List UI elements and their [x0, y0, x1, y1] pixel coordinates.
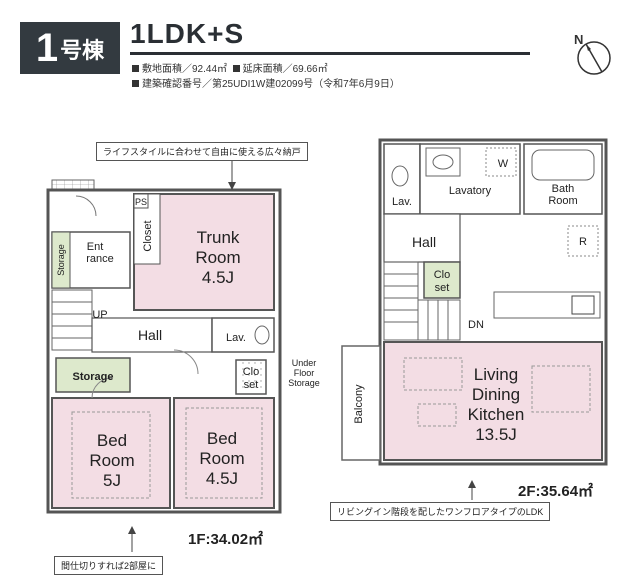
second-floor-bottom-note: リビングイン階段を配したワンフロアタイプのLDK — [330, 502, 551, 521]
pipe-space — [133, 193, 149, 209]
plan-type: 1LDK+S — [130, 18, 245, 49]
bed1-label-2: Room — [89, 451, 134, 470]
first-floor-hall — [91, 317, 213, 353]
header-divider — [130, 52, 530, 55]
sink-icon — [432, 154, 454, 170]
entrance-label-1: Ent — [87, 241, 104, 253]
lav-label: Lav. — [226, 332, 246, 344]
trunk-label-2: Room — [195, 248, 240, 267]
toilet-icon — [254, 325, 270, 345]
bath-label-1: Bath — [552, 183, 575, 195]
ldk-label-3: Kitchen — [468, 405, 525, 424]
bed2-label-2: Room — [199, 449, 244, 468]
up-label: UP — [92, 309, 107, 321]
ldk-room — [383, 341, 603, 461]
entrance-storage — [51, 231, 71, 289]
trunk-closet-label: Closet — [142, 220, 154, 251]
floor-area-value: 69.66㎡ — [292, 64, 328, 75]
toilet-icon — [391, 165, 409, 187]
ldk-label-4: 13.5J — [475, 425, 517, 444]
confirmation-value: 第25UDI1W建02099号（令和7年6月9日） — [212, 79, 400, 90]
fridge-label: R — [579, 236, 587, 248]
compass-north-label: N — [574, 32, 583, 47]
closet-label-1: Clo — [243, 366, 260, 378]
bed-outline — [185, 407, 263, 499]
bathtub-icon — [531, 149, 595, 181]
entrance-storage-label: Storage — [56, 244, 66, 276]
storage-label: Storage — [73, 371, 114, 383]
entrance-door-swing — [75, 195, 97, 217]
bullet-square-icon — [132, 80, 139, 87]
unit-suffix: 号棟 — [60, 38, 105, 63]
pipe-space-label: PS — [135, 197, 147, 207]
bullet-square-icon — [232, 65, 240, 72]
underfloor-label-3: Storage — [288, 378, 320, 388]
second-closet-label-2: set — [435, 282, 450, 294]
door-swing — [173, 349, 199, 375]
bed2-label-3: 4.5J — [206, 469, 238, 488]
entrance-label-2: rance — [86, 253, 114, 265]
bath-label-2: Room — [548, 195, 577, 207]
unit-number: 1 — [35, 26, 59, 70]
underfloor-label-1: Under — [292, 358, 317, 368]
washer-space — [485, 147, 517, 177]
trunk-label-1: Trunk — [197, 228, 240, 247]
first-floor-plan: Ent rance Storage PS Closet Trunk Room 4… — [46, 150, 320, 552]
floor-area-label: 延床面積 — [242, 64, 283, 75]
confirmation-label: 建築確認番号 — [142, 79, 202, 90]
unit-badge: 1 号棟 — [20, 22, 120, 74]
second-floor-stairs — [383, 261, 461, 341]
washer-label: W — [498, 158, 509, 170]
second-floor-plan: W Lavatory Bath Room Lav. Hall R Clo set… — [341, 138, 608, 500]
first-floor-bottom-note: 間仕切りすれば2部屋に — [54, 556, 164, 575]
ldk-label-1: Living — [474, 365, 518, 384]
balcony — [341, 345, 381, 461]
site-area-label: 敷地面積 — [142, 64, 182, 75]
second-closet-label-1: Clo — [434, 269, 451, 281]
bed-outline — [71, 411, 151, 499]
storage-room — [55, 357, 131, 393]
compass-icon: N — [574, 32, 611, 75]
second-lav-label: Lav. — [392, 196, 412, 208]
bed-room-4-5j — [173, 397, 275, 509]
dn-label: DN — [468, 319, 484, 331]
lavatory-label: Lavatory — [449, 185, 492, 197]
site-area-value: 92.44㎡ — [192, 64, 228, 75]
ldk-label-2: Dining — [472, 385, 520, 404]
closet-label-2: set — [244, 379, 259, 391]
first-floor-area: 1F:34.02㎡ — [188, 531, 264, 548]
second-floor-hall — [383, 213, 461, 263]
second-floor-area: 2F:35.64㎡ — [518, 483, 594, 500]
hall-label: Hall — [138, 327, 162, 343]
balcony-label: Balcony — [353, 384, 365, 424]
first-floor-top-note: ライフスタイルに合わせて自由に使える広々納戸 — [96, 142, 308, 161]
bullet-square-icon — [132, 65, 139, 72]
fridge-space — [567, 225, 599, 257]
bed2-label-1: Bed — [207, 429, 237, 448]
bed1-label-1: Bed — [97, 431, 127, 450]
second-floor-closet — [423, 261, 461, 299]
stove-icon — [571, 295, 595, 315]
bed1-label-3: 5J — [103, 471, 121, 490]
area-specs: 敷地面積／92.44㎡ 延床面積／69.66㎡ — [132, 60, 328, 75]
second-hall-label: Hall — [412, 234, 436, 250]
trunk-label-3: 4.5J — [202, 268, 234, 287]
door-swing — [91, 377, 113, 399]
confirmation-spec: 建築確認番号／第25UDI1W建02099号（令和7年6月9日） — [132, 75, 400, 90]
dining-table-outline — [531, 365, 591, 413]
underfloor-label-2: Floor — [294, 368, 315, 378]
